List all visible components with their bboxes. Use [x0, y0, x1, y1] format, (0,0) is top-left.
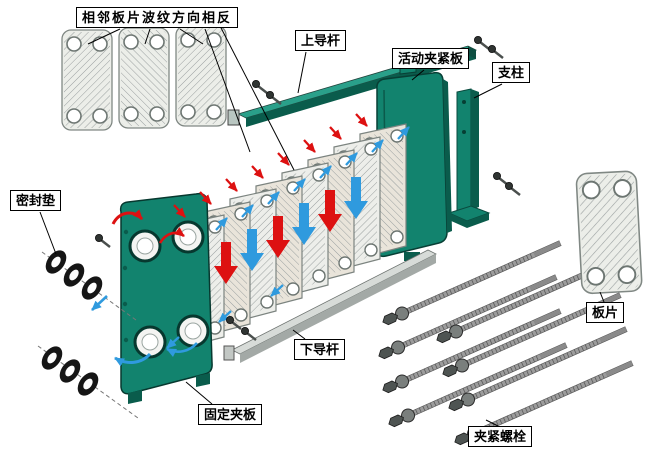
- flow-arrows: [91, 114, 409, 367]
- single-plate: [575, 169, 644, 295]
- label-corrugation-note: 相邻板片波纹方向相反: [76, 7, 239, 28]
- leader-lines: [39, 21, 605, 427]
- label-lower-guide-rod: 下导杆: [294, 339, 346, 360]
- label-fixed-clamp-plate: 固定夹板: [198, 404, 263, 425]
- plate-stack: [177, 123, 407, 350]
- label-sealing-gasket: 密封垫: [10, 190, 62, 211]
- label-support-column: 支柱: [492, 62, 531, 83]
- lower-guide-rod: [223, 249, 437, 363]
- sealing-gaskets: [37, 246, 139, 419]
- label-upper-guide-rod: 上导杆: [295, 30, 347, 51]
- fixed-clamp-plate: [119, 192, 213, 404]
- support-column: [447, 88, 491, 228]
- label-plate: 板片: [586, 302, 625, 323]
- corrugated-plates: [61, 25, 227, 131]
- label-clamping-bolt: 夹紧螺栓: [468, 426, 533, 447]
- label-movable-clamp-plate: 活动夹紧板: [392, 48, 470, 69]
